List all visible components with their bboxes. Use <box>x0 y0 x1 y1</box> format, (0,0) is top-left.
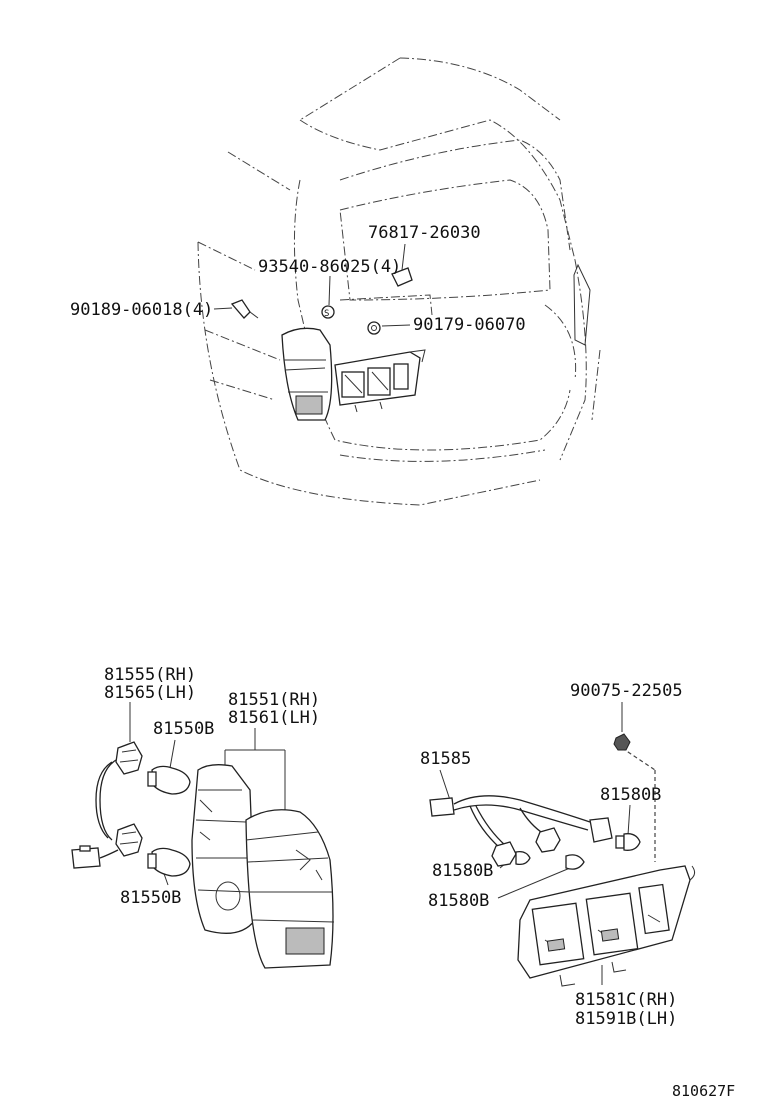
label-81551-rh: 81551(RH) <box>228 690 320 710</box>
grommet-76817 <box>391 267 413 287</box>
label-90189-06018: 90189-06018(4) <box>70 300 213 320</box>
bolt-90189 <box>230 299 259 319</box>
label-76817-26030: 76817-26030 <box>368 223 481 243</box>
vehicle-left-tail-lamp <box>281 327 333 421</box>
vehicle-center-lamp <box>334 349 426 413</box>
bulb-81580b-mid <box>515 850 531 866</box>
label-81580b-mid: 81580B <box>432 861 493 881</box>
bulb-81550b-top <box>147 765 191 795</box>
screw-93540: S <box>321 305 335 319</box>
svg-text:S: S <box>324 309 329 319</box>
label-81565-lh: 81565(LH) <box>104 683 196 703</box>
label-81550b-top: 81550B <box>153 719 214 739</box>
bulb-81580b-right <box>615 833 641 851</box>
figure-code: 810627F <box>672 1082 735 1100</box>
label-81580b-lower: 81580B <box>428 891 489 911</box>
label-93540-86025: 93540-86025(4) <box>258 257 401 277</box>
label-90179-06070: 90179-06070 <box>413 315 526 335</box>
label-81561-lh: 81561(LH) <box>228 708 320 728</box>
nut-90075 <box>613 733 631 751</box>
bulb-81550b-bottom <box>147 847 191 877</box>
tail-lamp-housing-81551 <box>191 764 335 969</box>
label-81591b-lh: 81591B(LH) <box>575 1009 677 1029</box>
socket-wire-81555 <box>71 741 143 869</box>
label-81555-rh: 81555(RH) <box>104 665 196 685</box>
leader-lines-top <box>213 243 411 327</box>
label-81581c-rh: 81581C(RH) <box>575 990 677 1010</box>
nut-90179 <box>367 321 381 335</box>
label-90075-22505: 90075-22505 <box>570 681 683 701</box>
label-81585: 81585 <box>420 749 471 769</box>
bulb-81580b-lower <box>565 854 585 870</box>
wire-harness-81585 <box>429 795 613 867</box>
center-lamp-81581c <box>517 865 696 987</box>
leader-lines-lower-left <box>129 702 286 886</box>
label-81550b-bottom: 81550B <box>120 888 181 908</box>
label-81580b-right: 81580B <box>600 785 661 805</box>
